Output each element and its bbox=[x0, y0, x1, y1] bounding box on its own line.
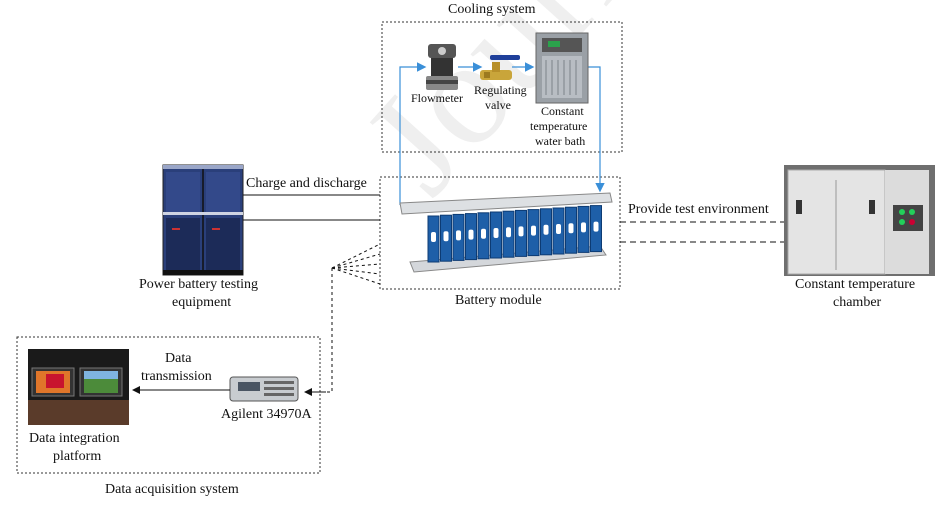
battery-module-label: Battery module bbox=[455, 293, 542, 308]
water-bath-image bbox=[535, 32, 589, 104]
battery-cell-label-patch bbox=[443, 231, 449, 242]
flowmeter-label: Flowmeter bbox=[411, 91, 463, 105]
acquisition-box bbox=[16, 336, 321, 474]
bath-label-2: temperature bbox=[530, 119, 588, 133]
regulating-valve-image bbox=[480, 55, 520, 80]
thermocouple-lines bbox=[322, 243, 381, 393]
bath-label-3: water bath bbox=[535, 134, 586, 148]
battery-cell-label-patch bbox=[593, 221, 599, 232]
charge-discharge-label: Charge and discharge bbox=[246, 176, 367, 191]
battery-cell-label-patch bbox=[468, 229, 474, 240]
battery-cell-label-patch bbox=[481, 228, 486, 239]
power-equipment-label-1: Power battery testing bbox=[139, 277, 258, 292]
battery-cell-label-patch bbox=[581, 222, 586, 233]
coolant-pipe-in bbox=[399, 62, 427, 205]
battery-cells bbox=[427, 205, 602, 263]
chamber-label-1: Constant temperature bbox=[795, 277, 916, 292]
battery-cell-label-patch bbox=[518, 226, 524, 237]
agilent-image bbox=[229, 376, 299, 402]
data-transmission-label-1: Data bbox=[165, 351, 192, 366]
battery-cell-label-patch bbox=[556, 224, 561, 234]
data-transmission-label-2: transmission bbox=[141, 369, 212, 384]
flowmeter-image bbox=[426, 44, 458, 90]
battery-cell-label-patch bbox=[431, 232, 436, 242]
battery-cell-label-patch bbox=[531, 225, 536, 236]
battery-cell-label-patch bbox=[456, 230, 461, 241]
battery-module-image bbox=[399, 192, 613, 273]
acquisition-system-label: Data acquisition system bbox=[105, 482, 239, 497]
bath-label-1: Constant bbox=[541, 104, 584, 118]
battery-module-box bbox=[379, 176, 621, 290]
valve-label-2: valve bbox=[485, 98, 511, 112]
battery-cell-label-patch bbox=[506, 227, 511, 238]
power-equipment-label-2: equipment bbox=[172, 295, 232, 310]
chamber-label-2: chamber bbox=[833, 295, 882, 310]
platform-label-1: Data integration bbox=[29, 431, 120, 446]
coolant-pipe-out bbox=[588, 66, 605, 193]
provide-env-label: Provide test environment bbox=[628, 202, 769, 217]
platform-image bbox=[28, 349, 129, 425]
battery-cell-label-patch bbox=[493, 228, 499, 238]
cooling-system-label: Cooling system bbox=[448, 2, 536, 17]
power-equipment-image bbox=[162, 164, 244, 276]
agilent-label: Agilent 34970A bbox=[221, 407, 312, 422]
valve-label-1: Regulating bbox=[474, 83, 527, 97]
cooling-system-box bbox=[381, 21, 623, 153]
battery-cell-label-patch bbox=[568, 223, 574, 234]
chamber-image bbox=[784, 165, 935, 276]
platform-label-2: platform bbox=[53, 449, 102, 464]
battery-cell-label-patch bbox=[543, 224, 549, 235]
